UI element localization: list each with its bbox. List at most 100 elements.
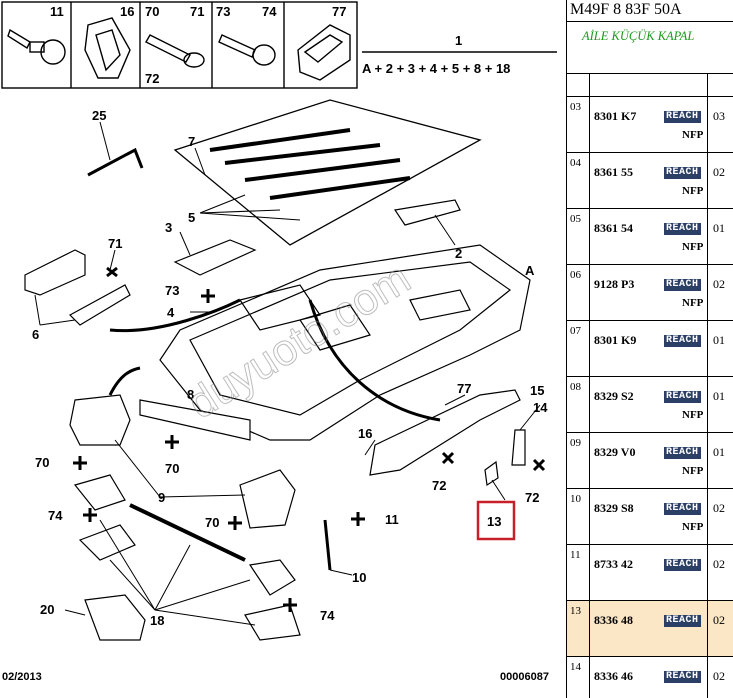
callout-72-right: 72 <box>525 490 539 505</box>
bracket-left <box>69 394 131 446</box>
reach-badge: REACH <box>664 279 701 291</box>
nfp-note: NFP <box>682 521 704 533</box>
fastener-header-strip <box>1 1 358 89</box>
callout-70-lower: 70 <box>205 515 219 530</box>
part-reference[interactable]: 8336 48 <box>594 613 633 627</box>
row-divider <box>707 97 708 152</box>
reach-badge: REACH <box>664 559 701 571</box>
callout-74-lower: 74 <box>320 608 335 623</box>
part-quantity: 02 <box>713 557 725 571</box>
part-quantity: 02 <box>713 613 725 627</box>
part-quantity: 02 <box>713 165 725 179</box>
callout-74-left: 74 <box>48 508 63 523</box>
screw-70-icon <box>145 34 205 68</box>
callout-18: 18 <box>150 613 164 628</box>
header-part-74: 74 <box>262 4 277 19</box>
row-divider <box>707 601 708 656</box>
nfp-note: NFP <box>682 465 704 477</box>
parts-list-column-header <box>567 74 733 97</box>
callout-8: 8 <box>187 387 194 402</box>
callout-14: 14 <box>533 400 548 415</box>
parts-diagram: 11 16 70 71 72 73 74 77 1 A + 2 + 3 + 4 … <box>1 1 557 683</box>
row-index: 07 <box>570 325 581 337</box>
parts-list-row[interactable]: 11 8733 42 REACH 02 <box>567 545 733 601</box>
part-reference[interactable]: 8301 K9 <box>594 333 637 347</box>
part-reference[interactable]: 8329 V0 <box>594 445 636 459</box>
rod-18 <box>129 503 246 562</box>
lower-brackets <box>73 474 301 641</box>
row-divider <box>707 209 708 264</box>
nfp-note: NFP <box>682 409 704 421</box>
row-divider <box>589 489 590 544</box>
row-index: 09 <box>570 437 581 449</box>
reach-badge: REACH <box>664 223 701 235</box>
part-reference[interactable]: 8336 46 <box>594 669 633 683</box>
row-divider <box>707 153 708 208</box>
selected-part-highlight[interactable] <box>476 500 516 541</box>
callout-11: 11 <box>385 512 399 527</box>
part-reference[interactable]: 8329 S2 <box>594 389 634 403</box>
header-part-77: 77 <box>332 4 346 19</box>
row-divider <box>589 321 590 376</box>
callout-10: 10 <box>352 570 366 585</box>
row-divider <box>707 489 708 544</box>
reach-badge: REACH <box>664 615 701 627</box>
row-divider <box>589 657 590 698</box>
footer-date: 02/2013 <box>2 671 42 683</box>
part-reference[interactable]: 8733 42 <box>594 557 633 571</box>
part-quantity: 01 <box>713 389 725 403</box>
row-divider <box>589 97 590 152</box>
callout-20: 20 <box>40 602 54 617</box>
row-divider <box>707 321 708 376</box>
row-divider <box>589 209 590 264</box>
bracket-9 <box>239 469 296 529</box>
callout-70-center: 70 <box>165 461 179 476</box>
reach-badge: REACH <box>664 167 701 179</box>
parts-list-header: M49F 8 83F 50A <box>567 0 733 22</box>
part-reference[interactable]: 9128 P3 <box>594 277 635 291</box>
reach-badge: REACH <box>664 671 701 683</box>
headlining-panel <box>173 99 482 246</box>
callout-77: 77 <box>457 381 471 396</box>
row-index: 04 <box>570 157 581 169</box>
part-reference[interactable]: 8329 S8 <box>594 501 634 515</box>
footer-code: 00006087 <box>500 671 549 683</box>
row-divider <box>589 433 590 488</box>
part-reference[interactable]: 8301 K7 <box>594 109 637 123</box>
row-index: 10 <box>570 493 581 505</box>
callout-13[interactable]: 13 <box>487 514 501 529</box>
reach-badge: REACH <box>664 391 701 403</box>
nfp-note: NFP <box>682 185 704 197</box>
watermark: duyuoto.com <box>179 253 419 428</box>
formula-number: 1 <box>455 33 462 48</box>
row-index: 05 <box>570 213 581 225</box>
row-index: 11 <box>570 549 581 561</box>
part-reference[interactable]: 8361 54 <box>594 221 633 235</box>
reach-badge: REACH <box>664 111 701 123</box>
part-quantity: 03 <box>713 109 725 123</box>
parts-list-subtitle: AİLE KÜÇÜK KAPAL <box>567 22 733 74</box>
exploded-view: 11 16 70 71 72 73 74 77 1 A + 2 + 3 + 4 … <box>1 1 557 683</box>
callout-15: 15 <box>530 383 544 398</box>
callout-7: 7 <box>188 134 195 149</box>
callout-70-left: 70 <box>35 455 49 470</box>
rail-8 <box>139 399 251 441</box>
row-divider <box>589 265 590 320</box>
part-reference[interactable]: 8361 55 <box>594 165 633 179</box>
header-part-11: 11 <box>50 4 64 19</box>
row-index: 08 <box>570 381 581 393</box>
part-quantity: 01 <box>713 445 725 459</box>
callout-16: 16 <box>358 426 372 441</box>
callout-73: 73 <box>165 283 179 298</box>
